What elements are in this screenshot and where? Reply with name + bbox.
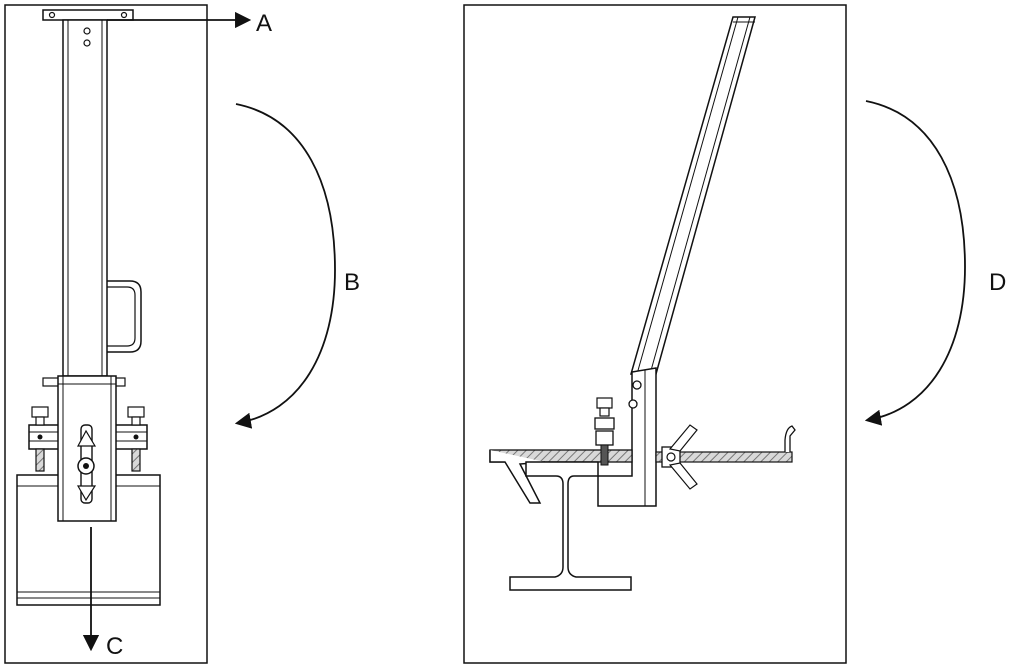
- hook-jaw: [489, 450, 546, 504]
- i-beam-front: [16, 474, 161, 606]
- horizontal-wing-nut: [661, 424, 698, 490]
- vertical-post: [62, 19, 108, 377]
- callout-b-label: B: [344, 269, 360, 296]
- front-view-frame: [4, 4, 208, 664]
- rod-end-catch: [784, 425, 796, 452]
- front-view-panel: A B C: [4, 4, 360, 664]
- callout-a-label: A: [256, 10, 272, 37]
- side-bracket: [597, 367, 657, 507]
- tilted-post: [630, 16, 756, 375]
- side-view-panel: D: [463, 4, 1006, 664]
- callout-a: A: [107, 10, 272, 37]
- callout-c: C: [82, 527, 123, 660]
- callout-d: D: [864, 100, 1006, 426]
- adjusting-bolt-right: [127, 406, 145, 472]
- i-beam-section: [509, 461, 632, 591]
- side-view-frame: [463, 4, 847, 664]
- vertical-adjusting-bolt: [594, 397, 615, 466]
- adjusting-bolt-left: [31, 406, 49, 472]
- side-handle: [107, 280, 142, 353]
- locking-wing-nut: [76, 424, 97, 504]
- callout-b: B: [234, 103, 360, 429]
- top-mounting-plate: [42, 9, 134, 21]
- callout-c-label: C: [106, 633, 123, 660]
- callout-d-label: D: [989, 269, 1006, 296]
